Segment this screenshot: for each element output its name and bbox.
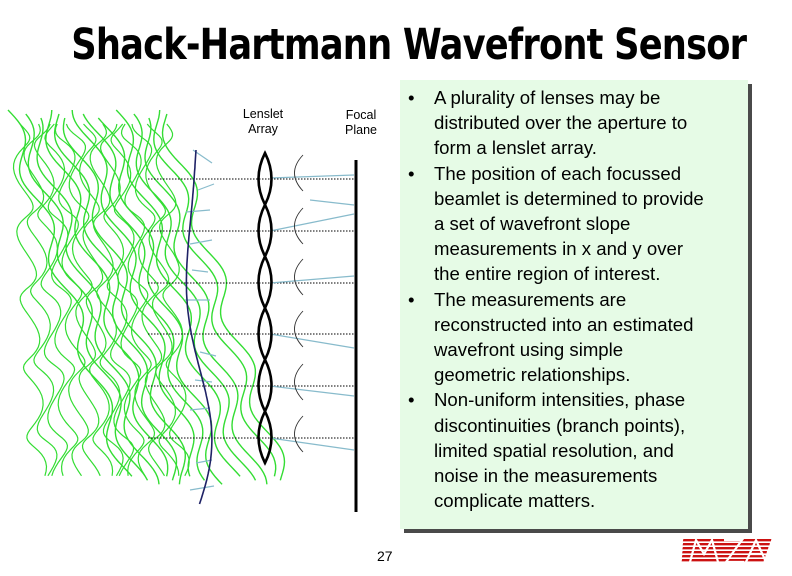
beamlet-ray bbox=[191, 269, 209, 273]
beamlet-ray bbox=[197, 183, 215, 191]
logo-stripe bbox=[681, 555, 766, 558]
bullet-item: • Non-uniform intensities, phase discontin… bbox=[406, 387, 740, 513]
lenslet bbox=[257, 408, 273, 466]
focused-wavefront-arc bbox=[294, 363, 304, 401]
beamlet-ray bbox=[189, 485, 215, 491]
focused-wavefront-arc bbox=[294, 207, 304, 245]
explanation-textbox: • A plurality of lenses may be distributed… bbox=[400, 80, 748, 529]
green-wave-strand bbox=[120, 123, 156, 477]
focused-wavefront-arcs bbox=[294, 154, 304, 453]
green-wave-strand bbox=[161, 113, 286, 481]
logo-stripe bbox=[682, 547, 769, 550]
green-wave-strand bbox=[23, 123, 58, 477]
green-wave-strand bbox=[131, 123, 166, 477]
beamlet-ray bbox=[269, 385, 355, 397]
bullet-line: wavefront using simple bbox=[434, 339, 624, 361]
slide-title: Shack-Hartmann Wavefront Sensor bbox=[71, 20, 747, 70]
bullet-line: a set of wavefront slope bbox=[434, 213, 631, 235]
focal-plane-label: Focal Plane bbox=[326, 108, 396, 138]
bullet-mark: • bbox=[408, 87, 415, 108]
bullet-line: form a lenslet array. bbox=[434, 137, 597, 159]
beamlet-ray bbox=[189, 239, 213, 245]
beamlet-ray bbox=[269, 275, 355, 284]
green-wave-strand bbox=[145, 123, 180, 476]
bullet-mark: • bbox=[408, 288, 415, 310]
logo-stripe bbox=[682, 543, 770, 546]
mza-logo bbox=[681, 537, 772, 564]
bullet-line: the entire region of interest. bbox=[434, 263, 661, 285]
bullet-line: noise in the measurements bbox=[434, 465, 658, 487]
bullet-item: • A plurality of lenses may be distributed… bbox=[406, 85, 740, 161]
green-wave-strand bbox=[155, 123, 190, 477]
focused-wavefront-arc bbox=[294, 310, 304, 348]
incoming-wavefront-waves bbox=[7, 109, 286, 485]
bullet-item: • The position of each focussed beamlet is… bbox=[406, 161, 740, 287]
logo-stripe bbox=[681, 559, 765, 562]
beamlet-ray bbox=[269, 213, 355, 232]
green-wave-strand bbox=[12, 123, 48, 476]
bullet-item: • The measurements are reconstructed into … bbox=[406, 287, 740, 388]
green-wave-strand bbox=[115, 109, 241, 477]
bullet-list: • A plurality of lenses may be distributed… bbox=[406, 85, 740, 513]
bullet-line: Non-uniform intensities, phase bbox=[434, 389, 686, 411]
bullet-line: distributed over the aperture to bbox=[434, 112, 688, 134]
lenslet-label-line2: Array bbox=[248, 122, 278, 136]
lenslet-array-label: Lenslet Array bbox=[228, 107, 298, 137]
lenslet-label-line1: Lenslet bbox=[242, 107, 284, 121]
shack-hartmann-diagram bbox=[7, 109, 358, 512]
green-wave-strand bbox=[54, 123, 89, 477]
green-wave-strand bbox=[89, 123, 124, 477]
beamlet-ray bbox=[189, 407, 211, 411]
focused-wavefront-arc bbox=[294, 415, 304, 453]
focused-wavefront-arc bbox=[294, 258, 304, 296]
beamlet-ray bbox=[269, 174, 355, 179]
focused-wavefront-arc bbox=[294, 154, 304, 192]
bullet-mark: • bbox=[408, 389, 415, 411]
beamlet-ray bbox=[185, 209, 211, 213]
bullet-line: beamlet is determined to provide bbox=[434, 187, 704, 209]
green-wave-strand bbox=[153, 109, 277, 477]
focal-label-line1: Focal bbox=[345, 108, 377, 122]
beamlet-ray bbox=[269, 333, 355, 349]
beamlet-ray bbox=[199, 351, 217, 357]
green-wave-strand bbox=[33, 123, 69, 476]
bullet-line: geometric relationships. bbox=[434, 364, 631, 386]
bullet-line: reconstructed into an estimated bbox=[434, 313, 694, 335]
beamlet-ray bbox=[309, 199, 355, 206]
page-number: 27 bbox=[377, 548, 393, 564]
bullet-line: A plurality of lenses may be bbox=[434, 87, 661, 108]
beamlet-ray bbox=[269, 437, 355, 451]
green-wave-strand bbox=[99, 123, 135, 477]
bullet-mark: • bbox=[408, 162, 415, 184]
beamlet-ray bbox=[195, 459, 213, 464]
bullet-line: complicate matters. bbox=[434, 490, 596, 512]
green-wave-strand bbox=[65, 123, 101, 477]
bullet-line: The measurements are bbox=[434, 288, 627, 310]
aberrated-wavefront-curve bbox=[185, 149, 213, 505]
green-wave-strand bbox=[44, 123, 79, 476]
logo-letters bbox=[688, 537, 768, 564]
lenslet bbox=[257, 253, 273, 311]
green-wave-strand bbox=[82, 113, 206, 481]
bullet-line: The position of each focussed bbox=[434, 162, 682, 184]
green-wave-strand bbox=[79, 123, 114, 476]
focal-label-line2: Plane bbox=[345, 123, 377, 137]
logo-stripes bbox=[681, 537, 772, 564]
lenslet-array bbox=[257, 150, 273, 466]
bullet-line: discontinuities (branch points), bbox=[434, 414, 686, 436]
bullet-line: limited spatial resolution, and bbox=[434, 439, 674, 461]
bullet-line: measurements in x and y over bbox=[434, 238, 684, 260]
green-wave-strand bbox=[110, 123, 145, 476]
